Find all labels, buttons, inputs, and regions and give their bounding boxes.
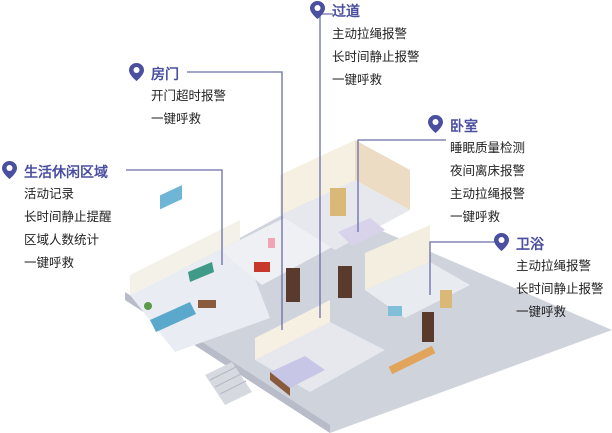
feature-item: 夜间离床报警 xyxy=(450,163,526,178)
bed-top xyxy=(338,218,385,246)
feature-item: 主动拉绳报警 xyxy=(516,258,592,273)
feature-item: 主动拉绳报警 xyxy=(332,26,408,41)
bathroom-mirror xyxy=(388,306,402,316)
dining-table xyxy=(254,262,270,272)
coffee-table xyxy=(198,300,216,308)
zone-title: 过道 xyxy=(332,4,360,20)
bathroom-cabinet xyxy=(440,290,452,308)
hall-door xyxy=(338,266,352,298)
leader-line-living xyxy=(126,169,223,265)
bedroom-bottom-wall xyxy=(255,300,330,360)
location-pin-icon xyxy=(428,115,443,133)
bathroom-door xyxy=(422,312,434,342)
bed-frame xyxy=(270,372,290,396)
feature-item: 一键呼救 xyxy=(151,111,202,126)
feature-item: 一键呼救 xyxy=(332,72,383,87)
leader-line-bathroom xyxy=(429,241,504,295)
feature-item: 区域人数统计 xyxy=(24,232,100,247)
sofa-blue xyxy=(150,302,196,332)
location-pin-icon xyxy=(129,63,144,81)
feature-item: 主动拉绳报警 xyxy=(450,186,526,201)
leader-line-bedroom xyxy=(357,139,446,232)
feature-item: 长时间静止报警 xyxy=(332,49,420,64)
location-pin-icon xyxy=(310,1,325,19)
feature-item: 长时间静止报警 xyxy=(516,281,604,296)
sofa-green xyxy=(188,262,214,282)
zone-title: 卫浴 xyxy=(516,237,544,253)
wall-bench xyxy=(388,345,436,375)
zone-title: 生活休闲区域 xyxy=(24,165,108,181)
leader-lines xyxy=(126,13,504,330)
feature-list: 活动记录 长时间静止提醒 区域人数统计 一键呼救 xyxy=(24,182,112,274)
feature-item: 长时间静止提醒 xyxy=(24,209,112,224)
feature-list: 主动拉绳报警 长时间静止报警 一键呼救 xyxy=(332,22,420,91)
feature-item: 活动记录 xyxy=(24,186,75,201)
wardrobe xyxy=(330,188,346,216)
zone-title: 房门 xyxy=(151,67,179,83)
bathroom-wall xyxy=(365,225,430,290)
location-pin-icon xyxy=(2,161,17,179)
zone-title: 卧室 xyxy=(450,119,478,135)
wall-art-pink xyxy=(268,238,275,248)
feature-list: 开门超时报警 一键呼救 xyxy=(151,84,226,130)
feature-list: 睡眠质量检测 夜间离床报警 主动拉绳报警 一键呼救 xyxy=(450,136,525,228)
entrance-stairs xyxy=(205,362,252,405)
feature-item: 一键呼救 xyxy=(450,209,501,224)
leader-line-door xyxy=(187,71,283,330)
bedroom-side-wall xyxy=(355,140,410,210)
bedroom-back-wall xyxy=(280,140,355,215)
stair-line xyxy=(209,366,237,381)
living-room-back-wall xyxy=(130,220,240,295)
stair-line xyxy=(214,373,242,388)
feature-list: 主动拉绳报警 长时间静止报警 一键呼救 xyxy=(516,254,604,323)
feature-item: 睡眠质量检测 xyxy=(450,140,526,155)
bed-bottom xyxy=(270,356,325,388)
bathroom-floor xyxy=(365,262,470,318)
tv-screen xyxy=(160,185,182,210)
front-door xyxy=(286,268,300,302)
feature-item: 一键呼救 xyxy=(24,255,75,270)
location-pin-icon xyxy=(494,233,509,251)
plant xyxy=(144,302,152,310)
feature-item: 一键呼救 xyxy=(516,304,567,319)
feature-item: 开门超时报警 xyxy=(151,88,227,103)
stair-line xyxy=(219,380,247,395)
